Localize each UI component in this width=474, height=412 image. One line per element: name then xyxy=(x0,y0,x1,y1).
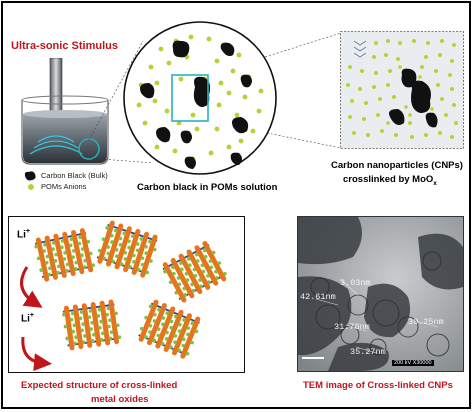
cnp-caption-subscript: x xyxy=(433,179,437,187)
cnp-caption-line1: Carbon nanoparticles (CNPs) xyxy=(331,160,463,171)
tem-measure-4: 30.25nm xyxy=(408,317,444,327)
zoom-lines xyxy=(88,32,342,164)
li-top-text: Li xyxy=(17,229,26,241)
li-ion-label-bottom: Li+ xyxy=(21,312,34,324)
li-top-sup: + xyxy=(25,228,30,235)
stimulus-label: Ultra-sonic Stimulus xyxy=(11,40,118,52)
poms-legend-icon xyxy=(28,184,34,190)
li-bottom-sup: + xyxy=(29,312,34,319)
carbon-black-legend-icon xyxy=(24,171,36,181)
sonication-beaker xyxy=(21,58,109,165)
tem-measure-3: 31.70nm xyxy=(334,322,370,332)
structure-panel: Li+ Li+ xyxy=(8,216,245,373)
carbon-black-legend-label: Carbon Black (Bulk) xyxy=(41,171,108,180)
cnp-zoom-box xyxy=(340,31,464,149)
tem-panel: 3.03nm 42.61nm 31.70nm 30.25nm 35.27nm 2… xyxy=(297,216,464,372)
tem-scale-info: 200 kV X30000 xyxy=(392,360,434,366)
li-ion-label-top: Li+ xyxy=(17,228,30,240)
crosslinked-structure xyxy=(20,217,244,372)
solution-caption: Carbon black in POMs solution xyxy=(137,182,278,193)
tem-image xyxy=(298,217,463,371)
li-bottom-text: Li xyxy=(21,313,30,325)
structure-caption-line2: metal oxides xyxy=(91,394,149,405)
tem-measure-2: 42.61nm xyxy=(300,292,336,302)
structure-caption-line1: Expected structure of cross-linked xyxy=(21,380,178,391)
cnp-caption-text: crosslinked by MoO xyxy=(343,174,434,185)
poms-legend-label: POMs Anions xyxy=(41,182,87,191)
cnp-caption-line2: crosslinked by MoOx xyxy=(343,174,437,187)
solution-circle xyxy=(123,21,277,175)
tem-caption: TEM image of Cross-linked CNPs xyxy=(303,380,453,391)
tem-measure-5: 35.27nm xyxy=(350,347,386,357)
tem-measure-1: 3.03nm xyxy=(340,278,371,288)
